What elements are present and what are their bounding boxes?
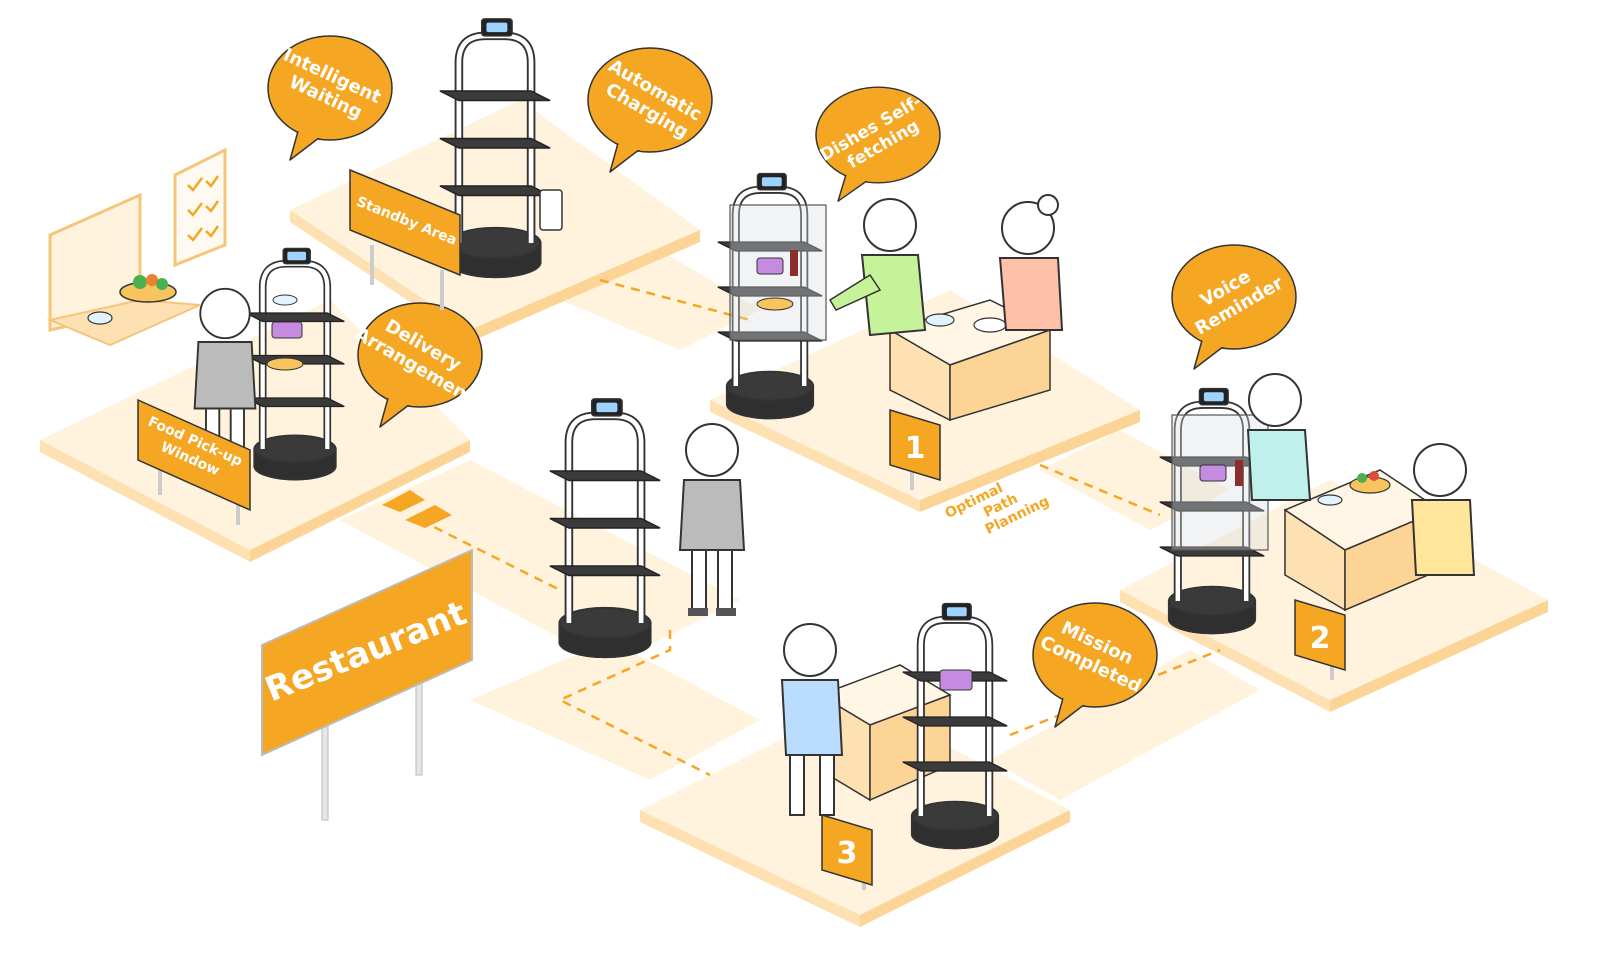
pickup-window (46, 192, 201, 347)
bubble-mission-completed: Mission Completed (1032, 602, 1158, 728)
bubble-voice-reminder: Voice Reminder (1171, 244, 1297, 370)
bubble-dishes-self-fetching: Dishes Self- fetching (815, 86, 941, 202)
robot-pickup (246, 248, 345, 479)
table-number-1-label: 1 (905, 431, 926, 466)
bubble-intelligent-waiting: Intelligent Waiting (267, 35, 393, 161)
table-number-1: 1 (889, 408, 941, 490)
table-1 (888, 299, 1052, 422)
sign-food-pickup: Food Pick-up Window (137, 398, 251, 525)
corridor-right (990, 650, 1260, 800)
robot-enclosed-table1 (718, 174, 827, 419)
robot-enclosed-table2 (1160, 389, 1269, 634)
table-number-3-label: 3 (837, 836, 858, 871)
table-number-2: 2 (1294, 598, 1346, 680)
person-table1-green (828, 198, 927, 337)
person-table3-blue (780, 623, 844, 816)
robot-center (550, 399, 660, 657)
robot-standby (440, 19, 563, 277)
corridor-bottom (470, 640, 760, 780)
person-table2-teal (1246, 373, 1312, 501)
platform-table3 (640, 700, 1070, 915)
platform-standby (290, 100, 700, 330)
sign-restaurant: Restaurant (260, 548, 473, 821)
bubble-automatic-charging: Automatic Charging (587, 47, 713, 173)
chevron-arrow-icon (382, 490, 452, 528)
table-number-3: 3 (821, 813, 873, 890)
person-table1-pink (998, 194, 1064, 331)
person-table2-yellow (1410, 443, 1476, 576)
checklist-icon (173, 147, 227, 268)
table-number-2-label: 2 (1310, 621, 1331, 656)
robot-table3 (903, 604, 1007, 849)
bubble-delivery-arrangement: Delivery Arrangement (351, 302, 483, 428)
